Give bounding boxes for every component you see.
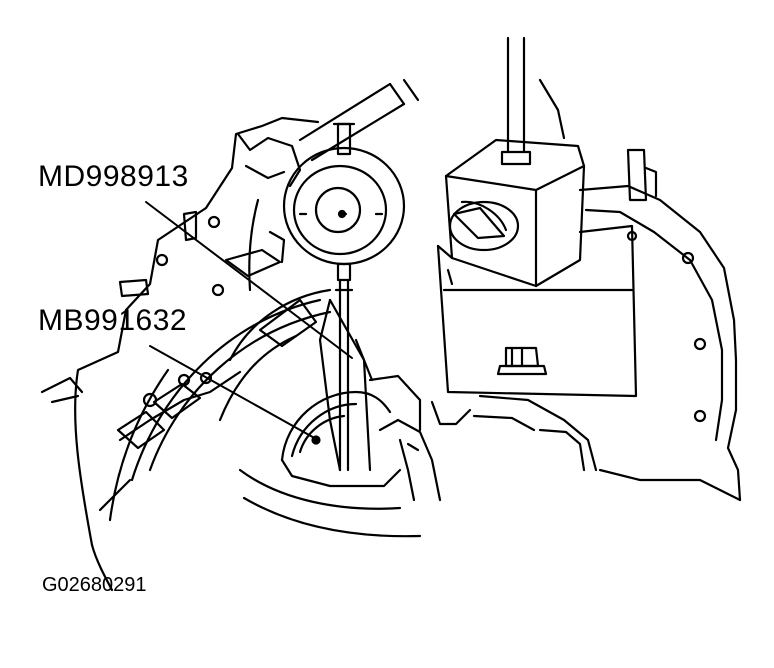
callout-gauge-base: MB991632 [38, 304, 188, 337]
right-flange [472, 148, 742, 502]
gauge-base [318, 298, 472, 502]
magnetic-stand [436, 36, 638, 398]
transmission-case [40, 116, 332, 592]
leader-lines [145, 201, 353, 441]
callout-dial-gauge: MD998913 [38, 160, 189, 193]
figure-id: G02680291 [42, 574, 147, 596]
dial-gauge [282, 78, 420, 472]
